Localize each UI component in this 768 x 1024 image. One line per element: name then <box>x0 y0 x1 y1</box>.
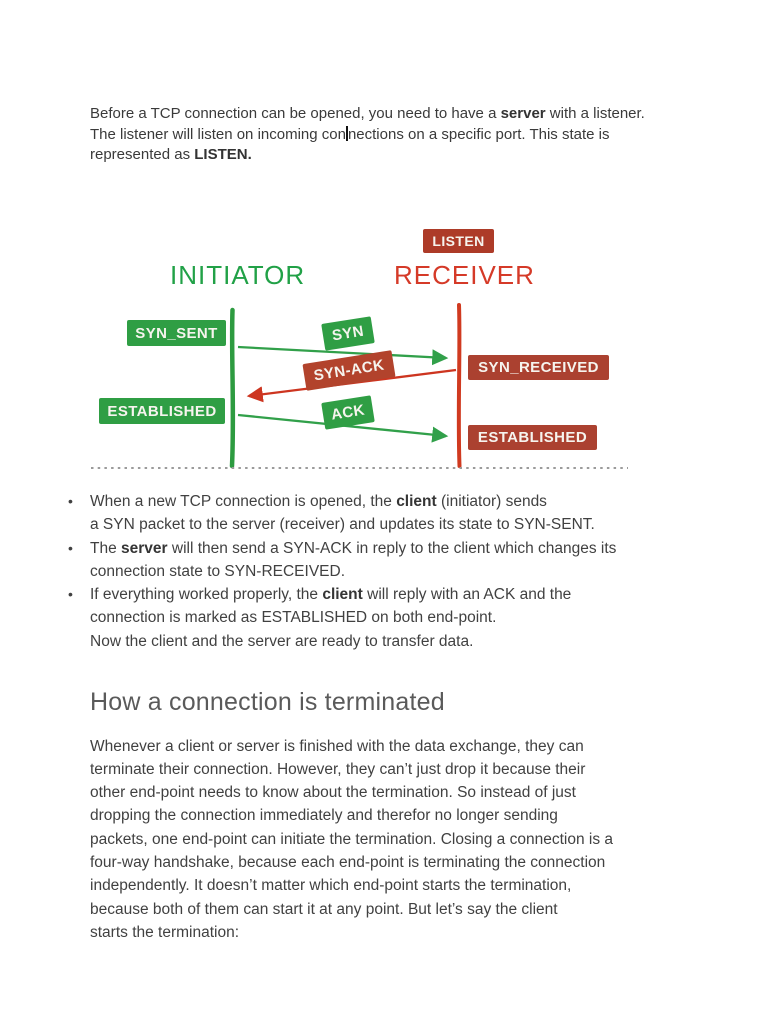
list-item: • If everything worked properly, the cli… <box>68 583 698 653</box>
bullet-segment: (initiator) sends a SYN packet to the se… <box>90 493 595 534</box>
bullet-marker: • <box>68 539 73 556</box>
ack-packet-badge: ACK <box>321 395 375 430</box>
bullet-text: The server will then send a SYN-ACK in r… <box>90 537 616 584</box>
intro-text: with a listener. The listener will liste… <box>90 105 645 143</box>
established-receiver-badge: ESTABLISHED <box>468 425 597 450</box>
bullet-text: If everything worked properly, the clien… <box>90 583 571 653</box>
bullet-segment: The <box>90 539 122 557</box>
bullet-segment: When a new TCP connection is opened, the <box>90 493 397 510</box>
initiator-lifeline <box>229 307 236 469</box>
list-item: • The server will then send a SYN-ACK in… <box>68 537 698 584</box>
syn-sent-state-badge: SYN_SENT <box>127 320 226 346</box>
initiator-label: INITIATOR <box>170 260 306 290</box>
receiver-lifeline <box>456 303 462 468</box>
receiver-label: RECEIVER <box>394 260 535 290</box>
bullet-segment: If everything worked properly, the <box>90 586 323 604</box>
termination-paragraph: Whenever a client or server is finished … <box>90 737 614 941</box>
bullet-bold-server: server <box>121 539 168 557</box>
syn-packet-badge: SYN <box>321 316 375 351</box>
established-initiator-badge: ESTABLISHED <box>99 398 225 424</box>
bullet-text: When a new TCP connection is opened, the… <box>90 490 595 537</box>
section-heading: How a connection is terminated <box>90 687 445 716</box>
bullet-bold-client: client <box>396 493 437 510</box>
bullet-bold-client: client <box>322 586 363 604</box>
bullet-segment: will reply with an ACK and the connectio… <box>90 586 572 650</box>
syn-arrow <box>237 345 449 366</box>
list-item: • When a new TCP connection is opened, t… <box>68 490 698 537</box>
bullet-marker: • <box>68 586 73 603</box>
intro-paragraph: Before a TCP connection can be opened, y… <box>90 104 690 166</box>
intro-bold-server: server <box>500 105 546 122</box>
syn-received-state-badge: SYN_RECEIVED <box>468 355 609 380</box>
intro-text: Before a TCP connection can be opened, y… <box>90 105 501 122</box>
handshake-bullet-list: • When a new TCP connection is opened, t… <box>68 490 698 653</box>
syn-ack-packet-badge: SYN-ACK <box>302 350 396 391</box>
listen-state-badge: LISTEN <box>423 229 494 253</box>
text-caret <box>345 125 348 141</box>
intro-text: nections on a specific port. This state … <box>90 125 610 164</box>
intro-bold-listen: LISTEN. <box>194 146 252 163</box>
bullet-marker: • <box>68 493 73 509</box>
bullet-segment: will then send a SYN-ACK in reply to the… <box>90 539 617 580</box>
